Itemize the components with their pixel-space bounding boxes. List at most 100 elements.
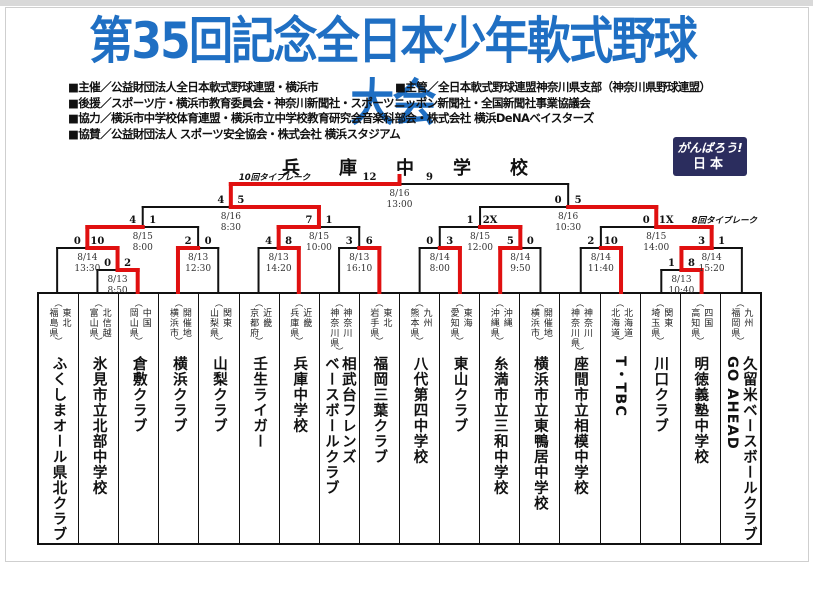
team-region: 開催地 [180,308,191,338]
score-left: 1 [668,258,675,269]
match-time: 12:30 [185,264,211,274]
match-date: 8/14 [430,253,450,263]
team-region: 四国 [702,308,713,328]
paren-open: ︵ [616,299,625,308]
team-region: 関東 [662,308,673,328]
team-columns: ︵ 福島県 東北 ︶ ふくしまオール県北クラブ ︵ 富山県 北信越 ︶ 氷見市立… [37,292,762,545]
match-time: 8:00 [430,264,450,274]
score-right: 1 [325,215,332,226]
match-date: 8/13 [107,275,127,285]
team-name-line: 座間市立相模中学校 [571,356,588,496]
team-name-line: ベースボールクラブ [322,356,339,496]
match-date: 8/14 [77,253,97,263]
sponsor-cooperation: ■協力／横浜市中学校体育連盟・横浜市立中学校教育研究会音楽科部会・株式会社 横浜… [68,111,594,125]
score-right: 2 [124,258,131,269]
score-right: 1X [659,215,674,226]
team-name: 氷見市立北部中学校 [79,356,118,496]
match-date: 8/14 [702,253,722,263]
team-prefecture: 北海道 [609,308,620,338]
team-name: 倉敷クラブ [119,356,158,434]
score-right: 3 [446,236,453,247]
team-prefecture: 山梨県 [207,308,218,338]
team-column: ︵ 神奈川県 神奈川 ︶ 相武台フレンズベースボールクラブ [320,294,360,543]
team-region: 東北 [381,308,392,328]
score-left: 0 [555,195,562,206]
score-right: 5 [237,195,244,206]
paren-open: ︵ [575,299,584,308]
team-prefecture: 兵庫県 [288,308,299,338]
team-affiliation: ︵ 福島県 東北 ︶ [39,300,78,346]
paren-close: ︶ [455,337,464,346]
team-prefecture: 熊本県 [408,308,419,338]
champion-char: 学 [453,158,471,179]
team-region: 関東 [220,308,231,328]
team-region: 九州 [421,308,432,328]
match-time: 13:30 [74,264,100,274]
paren-close: ︶ [616,337,625,346]
team-affiliation: ︵ 熊本県 九州 ︶ [400,300,439,346]
paren-close: ︶ [656,337,665,346]
team-affiliation: ︵ 横浜市 開催地 ︶ [159,300,198,346]
match-date: 8/16 [221,212,241,222]
team-prefecture: 横浜市 [167,308,178,338]
score-right: 0 [527,236,534,247]
team-region: 開催地 [541,308,552,338]
team-name: 福岡三葉クラブ [360,356,399,465]
match-date: 8/14 [510,253,530,263]
match-time: 13:00 [387,200,413,210]
team-name-line: 東山クラブ [451,356,468,434]
paren-open: ︵ [736,299,745,308]
paren-close: ︶ [736,337,745,346]
paren-open: ︵ [335,299,344,308]
team-prefecture: 京都府 [248,308,259,338]
team-name-line: 横浜クラブ [170,356,187,434]
team-prefecture: 沖縄県 [488,308,499,338]
team-name: 川口クラブ [641,356,680,434]
team-column: ︵ 岡山県 中国 ︶ 倉敷クラブ [119,294,160,543]
match-date: 8/16 [389,189,409,199]
team-name-line: GO AHEAD [723,356,740,450]
team-name: 横浜市立東鴨居中学校 [520,356,559,511]
score-left: 4 [217,195,224,206]
team-affiliation: ︵ 神奈川県 神奈川 ︶ [320,300,359,356]
team-affiliation: ︵ 神奈川県 神奈川 ︶ [560,300,599,356]
team-column: ︵ 沖縄県 沖縄 ︶ 糸満市立三和中学校 [480,294,521,543]
team-column: ︵ 横浜市 開催地 ︶ 横浜クラブ [159,294,200,543]
score-left: 2 [587,236,594,247]
score-left: 1 [467,215,474,226]
team-column: ︵ 山梨県 関東 ︶ 山梨クラブ [199,294,240,543]
team-affiliation: ︵ 兵庫県 近畿 ︶ [280,300,319,346]
team-name-line: 八代第四中学校 [411,356,428,465]
score-right: 6 [366,236,373,247]
score-right: 1 [149,215,156,226]
score-right: 1 [718,236,725,247]
team-affiliation: ︵ 横浜市 開催地 ︶ [520,300,559,346]
team-column: ︵ 岩手県 東北 ︶ 福岡三葉クラブ [360,294,400,543]
team-affiliation: ︵ 岩手県 東北 ︶ [360,300,399,346]
paren-open: ︵ [295,299,304,308]
match-time: 10:00 [306,243,332,253]
paren-open: ︵ [495,299,504,308]
match-date: 8/15 [646,232,666,242]
match-time: 8:00 [133,243,153,253]
team-affiliation: ︵ 沖縄県 沖縄 ︶ [480,300,519,346]
team-region: 東海 [461,308,472,328]
match-time: 15:20 [699,264,725,274]
match-time: 12:00 [467,243,493,253]
team-region: 北海道 [622,308,633,338]
score-left: 0 [426,236,433,247]
match-date: 8/13 [671,275,691,285]
match-time: 16:10 [346,264,372,274]
match-date: 8/16 [558,212,578,222]
paren-close: ︶ [696,337,705,346]
top-bar [0,0,813,6]
tiebreak-note: 8回タイブレーク [692,215,758,226]
team-name: T・TBC [601,356,640,417]
score-left: 7 [305,215,312,226]
team-column: ︵ 北海道 北海道 ︶ T・TBC [601,294,641,543]
paren-close: ︶ [94,337,103,346]
match-time: 10:40 [668,286,694,296]
paren-close: ︶ [575,347,584,356]
paren-open: ︵ [214,299,223,308]
